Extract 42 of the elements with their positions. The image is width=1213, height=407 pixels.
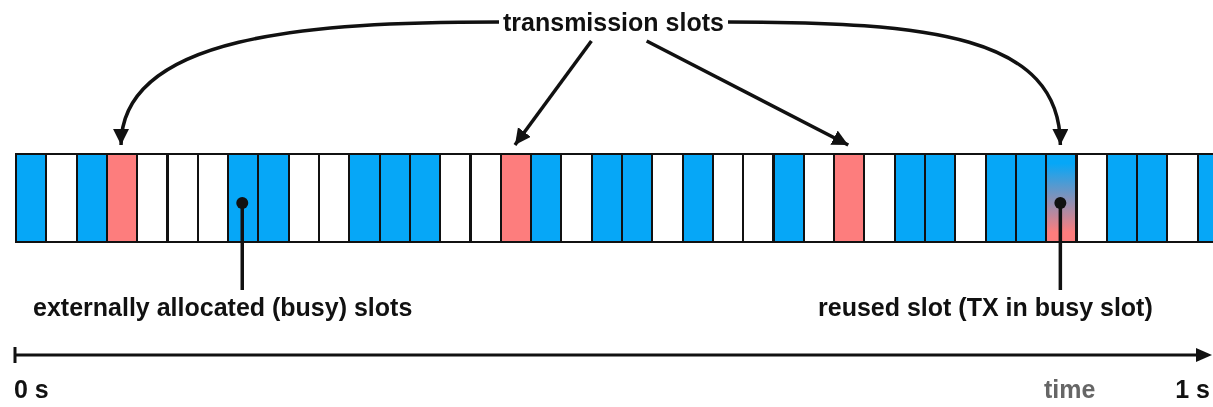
leader-line [1054,197,1067,290]
busy-slot [621,153,654,243]
free-slot [560,153,593,243]
free-slot [954,153,987,243]
arrow [115,20,499,146]
free-slot [1166,153,1199,243]
callout-label: externally allocated (busy) slots [33,292,413,322]
free-slot [287,153,320,243]
busy-slot [924,153,957,243]
free-slot [651,153,684,243]
busy-slot [984,153,1017,243]
free-slot [45,153,78,243]
busy-slot [530,153,563,243]
busy-slot [893,153,926,243]
arrow [728,20,1067,146]
busy-slot [1136,153,1169,243]
transmission-slot [833,153,866,243]
free-slot [863,153,896,243]
busy-slot [681,153,714,243]
arrow [645,39,850,147]
busy-slot [590,153,623,243]
busy-slot [15,153,48,243]
busy-slot [348,153,381,243]
free-slot [469,153,502,243]
axis-label: time [1044,374,1096,404]
callout-label: reused slot (TX in busy slot) [818,292,1153,322]
callout-label: transmission slots [503,7,724,37]
axis-label: 1 s [1175,374,1210,404]
axis-label: 0 s [14,374,49,404]
busy-slot [378,153,411,243]
free-slot [166,153,199,243]
free-slot [439,153,472,243]
free-slot [1075,153,1108,243]
busy-slot [75,153,108,243]
arrow [513,39,593,147]
busy-slot [257,153,290,243]
free-slot [136,153,169,243]
free-slot [318,153,351,243]
leader-line [236,197,249,290]
reused-slot [1045,153,1078,243]
free-slot [742,153,775,243]
busy-slot [772,153,805,243]
